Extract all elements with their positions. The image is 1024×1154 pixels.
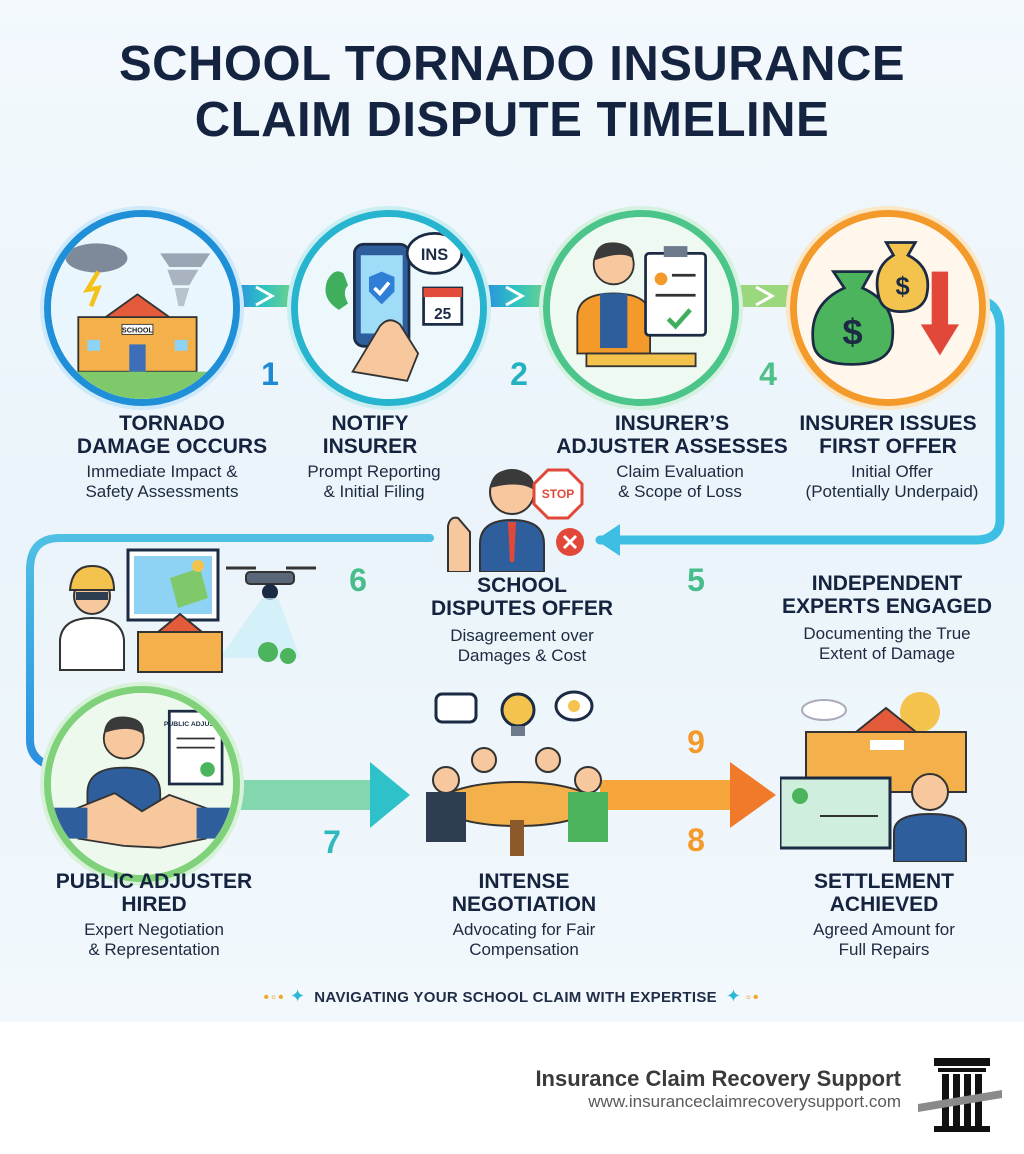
step-2-number: 2 bbox=[510, 356, 528, 392]
sparkle-icon: ✦ bbox=[725, 986, 742, 1006]
tornado-icon bbox=[160, 253, 211, 307]
brand-name: Insurance Claim Recovery Support bbox=[535, 1066, 901, 1091]
step-9-number: 9 bbox=[687, 724, 705, 760]
ins-label: INS bbox=[421, 246, 448, 264]
step-4-subtitle: Initial Offer(Potentially Underpaid) bbox=[805, 462, 979, 501]
step-3-subtitle: Claim Evaluation& Scope of Loss bbox=[616, 462, 744, 501]
calendar-icon: 25 bbox=[422, 286, 464, 326]
experts-illustration bbox=[59, 548, 316, 673]
school-icon: SCHOOL bbox=[77, 293, 198, 373]
sparkle-icon: ✦ bbox=[289, 986, 306, 1006]
public-adjuster-label: PUBLIC ADJUSTER bbox=[164, 721, 228, 728]
step-7-subtitle: Expert Negotiation& Representation bbox=[84, 920, 224, 959]
step-3-circle bbox=[543, 210, 739, 406]
step-6-number: 6 bbox=[349, 562, 367, 598]
school-sign-label: SCHOOL bbox=[122, 326, 154, 335]
step-7-circle: PUBLIC ADJUSTER bbox=[44, 686, 240, 882]
arrow-4-loop bbox=[595, 295, 1005, 545]
stop-label: STOP bbox=[542, 487, 574, 501]
page-title: SCHOOL TORNADO INSURANCE CLAIM DISPUTE T… bbox=[0, 36, 1024, 148]
ins-bubble-icon: INS bbox=[405, 232, 464, 275]
dollar-sign-2: $ bbox=[895, 273, 909, 301]
step-1-subtitle: Immediate Impact &Safety Assessments bbox=[85, 462, 239, 501]
title-line-1: SCHOOL TORNADO INSURANCE bbox=[118, 37, 906, 91]
tagline: •◦• ✦ NAVIGATING YOUR SCHOOL CLAIM WITH … bbox=[0, 986, 1024, 1007]
pillar-logo-icon bbox=[918, 1058, 1002, 1132]
tagline-dots-left: •◦• bbox=[263, 989, 286, 1006]
settlement-illustration bbox=[780, 692, 967, 862]
public-adjuster-doc-icon: PUBLIC ADJUSTER bbox=[164, 709, 228, 786]
step-3-number: 4 bbox=[759, 356, 777, 392]
negotiation-illustration bbox=[426, 690, 608, 856]
check-icon bbox=[666, 308, 692, 330]
step-5-number: 5 bbox=[687, 562, 705, 598]
arrow-9-8 bbox=[600, 762, 776, 828]
disputes-icon: STOP bbox=[447, 468, 584, 572]
step-1-number: 1 bbox=[261, 356, 279, 392]
arrow-7-9 bbox=[236, 762, 410, 828]
step-2-subtitle: Prompt Reporting& Initial Filing bbox=[307, 462, 441, 501]
drone-icon bbox=[220, 566, 316, 658]
arrow-3-4 bbox=[737, 285, 795, 307]
step-8-number: 8 bbox=[687, 822, 705, 858]
clipboard-icon bbox=[644, 246, 707, 337]
title-line-2: CLAIM DISPUTE TIMELINE bbox=[194, 93, 830, 147]
money-bag-icon: $ $ bbox=[811, 241, 930, 366]
tagline-dots-right: ◦• bbox=[745, 989, 761, 1006]
timeline-connectors bbox=[26, 285, 1005, 828]
lightbulb-icon bbox=[500, 692, 536, 736]
dollar-sign-1: $ bbox=[842, 311, 862, 352]
brand-url: www.insuranceclaimrecoverysupport.com bbox=[588, 1092, 901, 1111]
tagline-text: NAVIGATING YOUR SCHOOL CLAIM WITH EXPERT… bbox=[314, 989, 717, 1006]
calendar-day: 25 bbox=[434, 306, 452, 323]
arrow-2-3 bbox=[485, 285, 547, 307]
stop-icon: STOP bbox=[532, 468, 584, 520]
step-7-number: 7 bbox=[323, 824, 341, 860]
down-arrow-icon bbox=[920, 271, 959, 356]
step-1-circle: SCHOOL bbox=[44, 210, 240, 406]
infographic: SCHOOL TORNADO INSURANCE CLAIM DISPUTE T… bbox=[0, 0, 1024, 1022]
step-4-circle: $ $ bbox=[790, 210, 986, 406]
arrow-1-2 bbox=[236, 285, 292, 307]
step-2-circle: INS 25 bbox=[291, 210, 487, 406]
